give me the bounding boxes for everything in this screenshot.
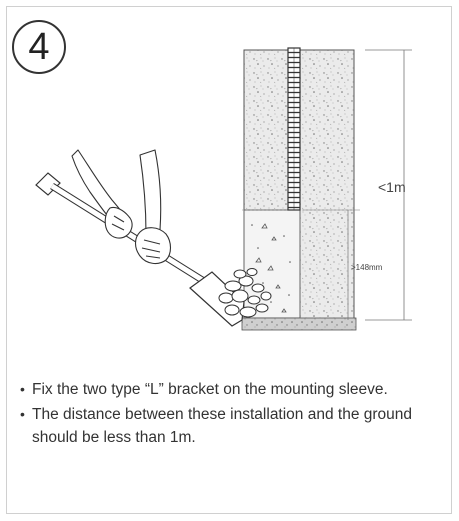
dimension-bracket: >148mm	[303, 209, 383, 320]
step-number-badge: 4	[12, 20, 66, 74]
step-number: 4	[28, 26, 50, 68]
dimension-height: <1m	[365, 49, 412, 321]
hands-holding-shovel-icon	[71, 149, 172, 265]
ground-strip	[241, 317, 357, 331]
l-bracket-icon	[287, 47, 301, 211]
gravel-pile-icon	[218, 268, 272, 318]
instruction-item-1: Fix the two type “L” bracket on the moun…	[20, 378, 445, 401]
bracket-depth-label: >148mm	[351, 263, 383, 272]
frame-border	[6, 6, 452, 514]
installation-diagram: <1m >148mm	[35, 47, 412, 331]
instruction-list: Fix the two type “L” bracket on the moun…	[20, 378, 445, 451]
instruction-item-2: The distance between these installation …	[20, 403, 445, 449]
height-limit-label: <1m	[378, 179, 406, 195]
